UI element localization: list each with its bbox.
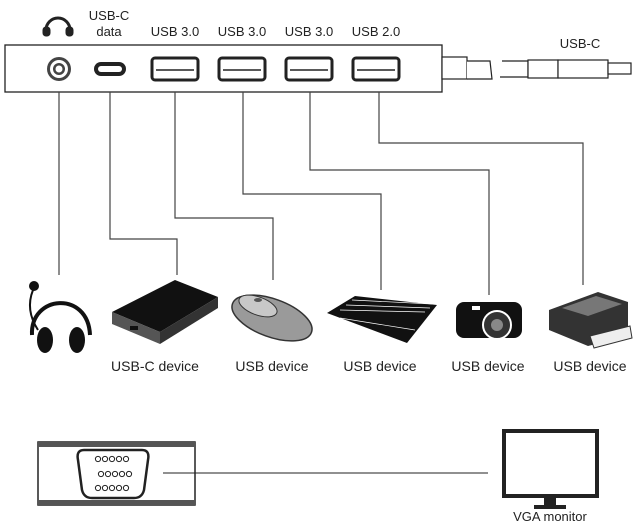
vga-pin <box>111 470 119 478</box>
port-label-usbc: USB-C data <box>86 8 132 40</box>
device-label-camera: USB device <box>451 358 525 374</box>
vga-pin <box>97 470 105 478</box>
usb-a-port <box>284 56 334 82</box>
headphone-icon <box>42 16 74 37</box>
device-label-drive: USB-C device <box>111 358 199 374</box>
usb-a-port <box>217 56 267 82</box>
vga-pin <box>108 455 116 463</box>
port-label-usb4: USB 2.0 <box>351 24 401 39</box>
vga-pin <box>94 455 102 463</box>
external-drive-icon <box>112 280 218 344</box>
usbc-cable <box>441 56 632 80</box>
line-usbc <box>109 92 178 275</box>
camera-icon <box>456 302 522 340</box>
usb-a-ports <box>150 56 401 82</box>
vga-pin <box>122 484 130 492</box>
connection-lines <box>58 92 584 295</box>
port-label-usb1: USB 3.0 <box>150 24 200 39</box>
vga-pin <box>115 455 123 463</box>
monitor-label: VGA monitor <box>513 509 587 524</box>
audio-jack-port <box>47 57 71 81</box>
port-label-usbc-line1: USB-C <box>88 8 130 23</box>
cable-label: USB-C <box>559 36 601 51</box>
vga-pin <box>122 455 130 463</box>
vga-pin <box>104 470 112 478</box>
vga-pin <box>94 484 102 492</box>
device-label-keyboard: USB device <box>343 358 417 374</box>
mouse-icon <box>231 294 313 342</box>
vga-pin <box>118 470 126 478</box>
printer-icon <box>549 292 633 349</box>
headset-icon <box>28 281 92 353</box>
line-usb3 <box>309 92 490 295</box>
vga-pin <box>101 455 109 463</box>
usb-a-port <box>351 56 401 82</box>
keyboard-icon <box>327 296 437 343</box>
port-label-usb3: USB 3.0 <box>284 24 334 39</box>
monitor-icon <box>502 429 599 509</box>
vga-pin <box>101 484 109 492</box>
device-label-mouse: USB device <box>235 358 309 374</box>
usb-a-port <box>150 56 200 82</box>
port-label-usbc-line2: data <box>96 24 122 39</box>
device-label-printer: USB device <box>553 358 627 374</box>
vga-pin <box>115 484 123 492</box>
line-usb2 <box>242 92 382 290</box>
vga-pin <box>108 484 116 492</box>
line-usb4 <box>378 92 584 285</box>
vga-pin <box>125 470 133 478</box>
vga-pins <box>94 455 133 492</box>
line-usb1 <box>174 92 274 280</box>
port-label-usb2: USB 3.0 <box>217 24 267 39</box>
